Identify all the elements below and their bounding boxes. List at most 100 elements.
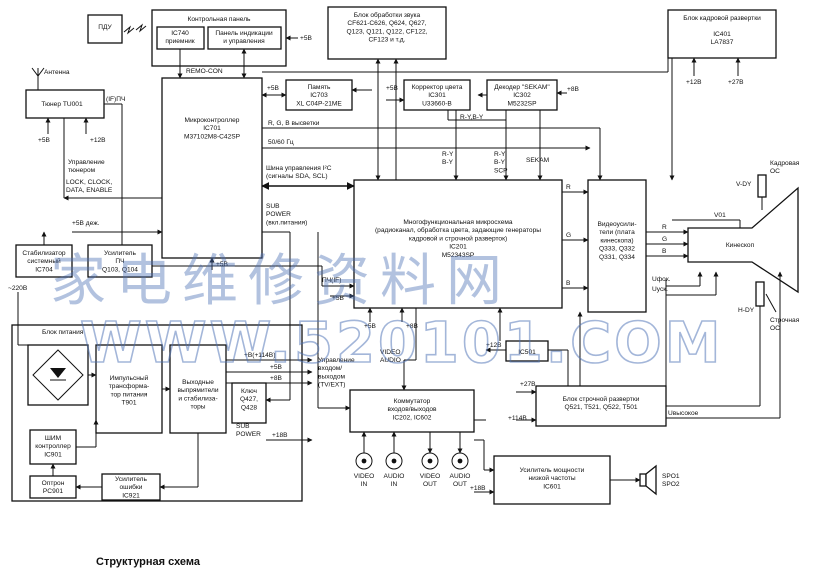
speaker-icon <box>639 464 657 496</box>
text-line: и управления <box>223 38 265 45</box>
text-line: SPO1 <box>662 473 680 480</box>
label-remo-con: REMO-CON <box>186 68 223 75</box>
label-v01: V01 <box>714 212 726 219</box>
text-line: SCP <box>494 167 508 174</box>
block-ic501-text: IC501 <box>518 349 536 356</box>
text-line: POWER <box>236 431 261 438</box>
text-line: IC901 <box>44 451 62 458</box>
text-line: (сигналы SDA, SCL) <box>266 173 328 180</box>
text-line: Память <box>308 84 332 91</box>
label-plus27-h: +27В <box>520 381 536 388</box>
text-line: CF621-C626, Q624, Q627, <box>347 20 426 27</box>
label-plus12-ic401: +12В <box>686 79 702 86</box>
text-line: Импульсный <box>110 374 149 382</box>
text-line: тюнером <box>68 167 96 174</box>
label-rail-8: +8В <box>270 375 283 382</box>
text-line: ПДУ <box>98 24 112 31</box>
text-line: Видеоусили- <box>597 221 636 228</box>
text-line: B-Y <box>494 159 506 166</box>
text-line: ШИМ <box>45 435 61 442</box>
text-line: Стабилизатор <box>22 249 66 257</box>
text-line: Кинескоп <box>726 242 755 249</box>
block-power-supply-title: Блок питания <box>42 329 84 336</box>
label-crt-b: B <box>662 248 667 255</box>
text-line: IC704 <box>35 266 53 273</box>
text-line: Тюнер TU001 <box>41 101 83 108</box>
label-plus12-tuner: +12В <box>90 137 106 144</box>
label-plus5-micro: +5В <box>216 261 229 268</box>
watermark-line1: 家电维修资料网 <box>50 249 512 314</box>
text-line: Декодер "SEKAM" <box>494 84 550 91</box>
text-line: B-Y <box>442 159 454 166</box>
label-ch-b: B <box>566 280 571 287</box>
text-line: IC401 <box>713 31 731 38</box>
text-line: IC501 <box>518 349 536 356</box>
block-pdu-text: ПДУ <box>98 24 112 31</box>
label-plus12-501: +12В <box>486 342 502 349</box>
text-line: выпрямители <box>177 387 218 394</box>
text-line: Q123, Q121, Q122, CF122, <box>346 28 427 35</box>
block-control-panel-title: Контрольная панель <box>188 16 252 23</box>
text-line: CF123 и т.д. <box>369 37 406 44</box>
text-line: Выходные <box>182 379 214 386</box>
text-line: ошибки <box>120 483 143 491</box>
text-line: Q428 <box>241 404 257 411</box>
block-multifunction-ic-text: Многофункциональная микросхема(радиокана… <box>375 219 541 259</box>
antenna-icon <box>31 67 45 90</box>
text-line: Ключ <box>241 388 257 395</box>
label-plus5-multi: +5В <box>332 295 345 302</box>
label-vdy: V-DY <box>736 181 752 188</box>
block-frame-scan-title: Блок кадровой развертки <box>683 14 761 22</box>
text-line: Управление <box>68 159 105 166</box>
label-secam: SEKAM <box>526 157 549 164</box>
text-line: торы <box>190 404 205 411</box>
text-line: Q331, Q334 <box>599 254 635 261</box>
text-line: VIDEO <box>420 473 441 480</box>
text-line: AUDIO <box>380 357 401 364</box>
text-line: IC301 <box>428 92 446 99</box>
label-plus18-audio: +18В <box>470 485 486 492</box>
text-line: трансформа- <box>109 383 149 390</box>
text-line: Q521, T521, Q522, T501 <box>564 404 637 411</box>
text-line: Шина управления I²C <box>266 165 332 172</box>
text-line: IC703 <box>310 92 328 99</box>
text-line: SUB <box>266 203 280 210</box>
text-line: ОС <box>770 325 780 332</box>
text-line: Коммутатор <box>394 398 431 405</box>
label-antenna: Антенна <box>44 69 70 76</box>
label-plus27-ic401: +27В <box>728 79 744 86</box>
label-minus220: ~220В <box>8 285 28 292</box>
text-line: Усилитель <box>115 476 147 483</box>
text-line: Q103, Q104 <box>102 266 138 273</box>
text-line: OUT <box>453 481 467 488</box>
text-line: Блок питания <box>42 329 84 336</box>
